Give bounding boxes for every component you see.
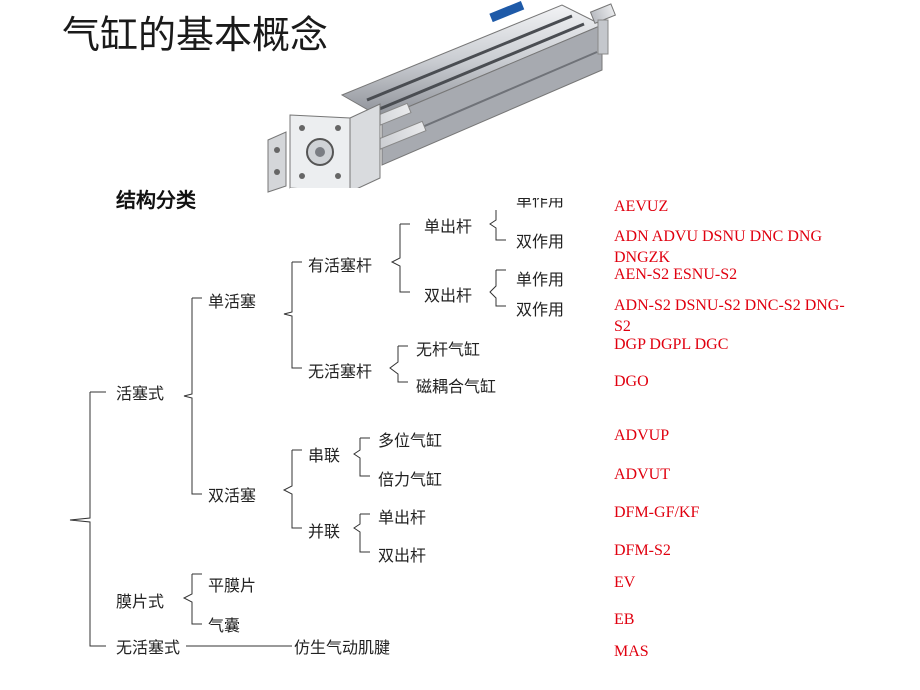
node-piston-type: 活塞式 (116, 384, 165, 403)
node-bellows: 气囊 (208, 616, 241, 635)
node-single-rod: 单出杆 (424, 217, 473, 236)
code-aen-s2: AEN-S2 ESNU-S2 (614, 266, 738, 283)
node-double-acting: 双作用 (516, 232, 565, 251)
page-title: 气缸的基本概念 (62, 13, 329, 57)
node-rodless-cylinder: 无杆气缸 (416, 340, 481, 359)
node-rodless: 无活塞杆 (308, 362, 373, 381)
node-series: 串联 (308, 446, 341, 465)
node-magnetic-coupling: 磁耦合气缸 (416, 377, 497, 396)
code-aevuz: AEVUZ (614, 198, 669, 215)
node-dr-single-acting: 单作用 (516, 270, 565, 289)
node-p-single-rod: 单出杆 (378, 508, 427, 527)
node-with-rod: 有活塞杆 (308, 256, 373, 275)
node-force-multiplier: 倍力气缸 (378, 470, 443, 489)
node-double-piston: 双活塞 (208, 486, 257, 505)
node-multi-position: 多位气缸 (378, 431, 443, 450)
code-adn-s2-line1: ADN-S2 DSNU-S2 DNC-S2 DNG- (614, 297, 845, 314)
node-single-acting-cut: 单作用 (516, 198, 565, 210)
code-dgo: DGO (614, 373, 649, 390)
code-dfm-s2: DFM-S2 (614, 542, 671, 559)
node-parallel: 并联 (308, 522, 341, 541)
code-mas: MAS (614, 643, 649, 660)
mask (290, 188, 610, 204)
code-adn-s2-line2: S2 (614, 318, 631, 335)
node-dr-double-acting: 双作用 (516, 300, 565, 319)
node-p-double-rod: 双出杆 (378, 546, 427, 565)
section-subtitle: 结构分类 (116, 188, 196, 212)
code-eb: EB (614, 611, 635, 628)
code-ev: EV (614, 574, 636, 591)
cylinder-illustration (267, 0, 617, 193)
code-double-acting-line1: ADN ADVU DSNU DNC DNG (614, 228, 823, 245)
node-diaphragm: 膜片式 (116, 592, 165, 611)
node-flat-diaphragm: 平膜片 (208, 576, 257, 595)
code-dfm-gf-kf: DFM-GF/KF (614, 504, 700, 521)
code-double-acting-line2: DNGZK (614, 249, 670, 266)
code-advut: ADVUT (614, 466, 670, 483)
code-advup: ADVUP (614, 427, 670, 444)
node-pistonless: 无活塞式 (116, 638, 181, 657)
node-single-piston: 单活塞 (208, 292, 257, 311)
node-pneumatic-muscle: 仿生气动肌腱 (294, 638, 391, 657)
code-dgp: DGP DGPL DGC (614, 336, 729, 353)
node-double-rod: 双出杆 (424, 286, 473, 305)
